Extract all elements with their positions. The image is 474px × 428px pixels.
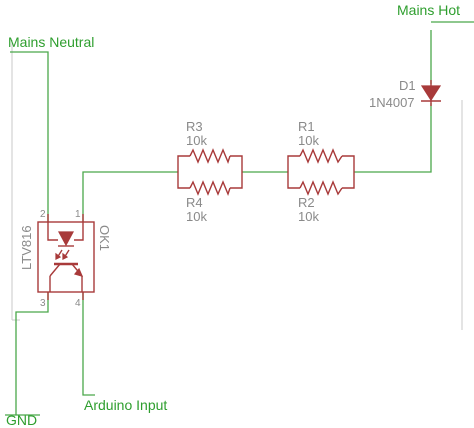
optocoupler-ok1-symbol <box>37 214 95 300</box>
net-label-arduino-input: Arduino Input <box>84 397 167 413</box>
resistor-r1-ref: R1 <box>298 119 315 134</box>
net-label-gnd: GND <box>6 412 37 428</box>
optocoupler-ref-label: OK1 <box>97 225 112 251</box>
wire-mains-neutral <box>10 51 49 222</box>
diode-ref-label: D1 <box>399 78 416 93</box>
resistor-r3-body <box>189 148 231 164</box>
resistor-r4-body <box>189 180 231 196</box>
diode-value-label: 1N4007 <box>369 95 415 110</box>
resistor-r1-value: 10k <box>298 133 319 148</box>
optocoupler-value-label: LTV816 <box>19 225 34 270</box>
net-label-mains-hot: Mains Hot <box>397 2 460 18</box>
resistor-r2-body <box>299 180 343 196</box>
optocoupler-pin-1: 1 <box>75 209 81 220</box>
wire-resistors-to-diode <box>354 103 432 173</box>
resistor-r4-ref: R4 <box>186 195 203 210</box>
optocoupler-pin-2: 2 <box>40 209 46 220</box>
resistor-r2-ref: R2 <box>298 195 315 210</box>
optocoupler-pin-3: 3 <box>40 298 46 309</box>
diode-d1-symbol <box>420 80 442 106</box>
wire-pin1-to-resistors <box>82 171 178 222</box>
wire-gnd <box>15 292 49 415</box>
resistor-r4-value: 10k <box>186 209 207 224</box>
wires <box>5 21 474 416</box>
resistor-r3-ref: R3 <box>186 119 203 134</box>
optocoupler-pin-4: 4 <box>75 298 81 309</box>
frame-marks <box>11 40 463 330</box>
resistor-r3-value: 10k <box>186 133 207 148</box>
resistor-bank-left <box>177 148 243 196</box>
resistor-r1-body <box>299 148 343 164</box>
net-label-mains-neutral: Mains Neutral <box>8 34 94 50</box>
resistor-bank-right <box>287 148 355 196</box>
wire-arduino-input <box>82 292 95 396</box>
resistor-r2-value: 10k <box>298 209 319 224</box>
